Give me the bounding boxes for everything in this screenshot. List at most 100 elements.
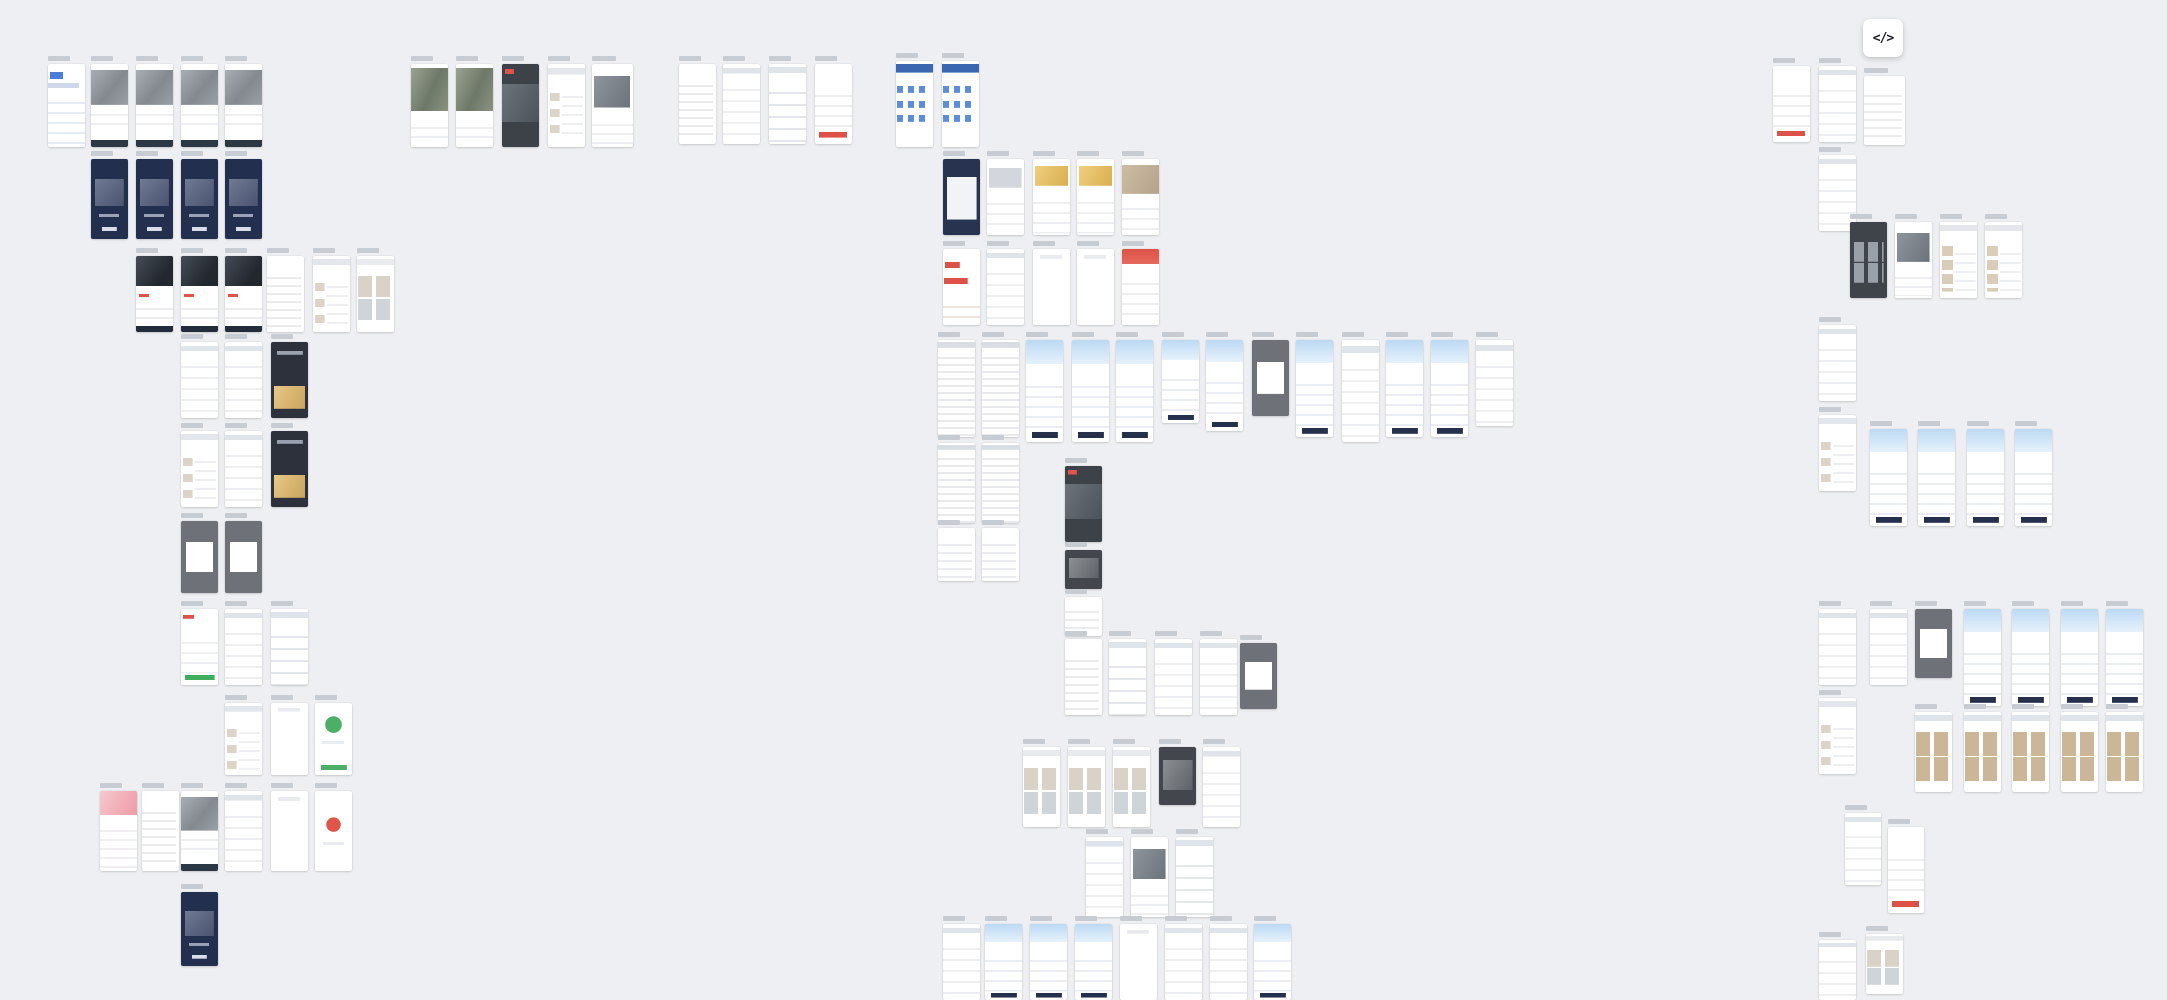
frame-label[interactable] bbox=[357, 248, 379, 253]
frame-label[interactable] bbox=[1964, 601, 1986, 606]
frame-label[interactable] bbox=[411, 56, 433, 61]
mobile-frame[interactable] bbox=[1964, 712, 2001, 792]
frame-label[interactable] bbox=[769, 56, 791, 61]
frame-label[interactable] bbox=[225, 423, 247, 428]
frame-label[interactable] bbox=[136, 151, 158, 156]
frame-label[interactable] bbox=[271, 783, 293, 788]
mobile-frame[interactable] bbox=[271, 703, 308, 775]
mobile-frame[interactable] bbox=[2106, 712, 2143, 792]
frame-label[interactable] bbox=[1155, 631, 1177, 636]
frame-label[interactable] bbox=[271, 334, 293, 339]
mobile-frame[interactable] bbox=[271, 609, 308, 685]
frame-label[interactable] bbox=[1086, 829, 1108, 834]
frame-label[interactable] bbox=[1065, 589, 1087, 594]
frame-label[interactable] bbox=[943, 916, 965, 921]
mobile-frame[interactable] bbox=[1203, 747, 1240, 827]
mobile-frame[interactable] bbox=[1131, 837, 1168, 917]
mobile-frame[interactable] bbox=[1023, 747, 1060, 827]
mobile-frame[interactable] bbox=[2012, 712, 2049, 792]
mobile-frame[interactable] bbox=[1819, 698, 1856, 774]
mobile-frame[interactable] bbox=[181, 256, 218, 332]
mobile-frame[interactable] bbox=[1850, 222, 1887, 298]
frame-label[interactable] bbox=[1116, 332, 1138, 337]
frame-label[interactable] bbox=[1864, 68, 1888, 73]
frame-label[interactable] bbox=[225, 513, 247, 518]
frame-label[interactable] bbox=[1023, 739, 1045, 744]
mobile-frame[interactable] bbox=[938, 528, 975, 581]
frame-label[interactable] bbox=[1068, 739, 1090, 744]
mobile-frame[interactable] bbox=[1915, 609, 1952, 678]
frame-label[interactable] bbox=[1026, 332, 1048, 337]
frame-label[interactable] bbox=[942, 53, 964, 58]
frame-label[interactable] bbox=[548, 56, 570, 61]
mobile-frame[interactable] bbox=[1065, 550, 1102, 589]
frame-label[interactable] bbox=[1819, 932, 1841, 937]
mobile-frame[interactable] bbox=[1210, 924, 1247, 1000]
mobile-frame[interactable] bbox=[1967, 429, 2004, 526]
frame-label[interactable] bbox=[225, 334, 247, 339]
mobile-frame[interactable] bbox=[271, 431, 308, 507]
frame-label[interactable] bbox=[315, 695, 337, 700]
mobile-frame[interactable] bbox=[1072, 340, 1109, 442]
frame-label[interactable] bbox=[225, 56, 247, 61]
frame-label[interactable] bbox=[1162, 332, 1184, 337]
frame-label[interactable] bbox=[142, 783, 164, 788]
frame-label[interactable] bbox=[943, 241, 965, 246]
frame-label[interactable] bbox=[1296, 332, 1318, 337]
mobile-frame[interactable] bbox=[1077, 249, 1114, 325]
mobile-frame[interactable] bbox=[1870, 609, 1907, 685]
frame-label[interactable] bbox=[2061, 704, 2083, 709]
frame-label[interactable] bbox=[1252, 332, 1274, 337]
frame-label[interactable] bbox=[982, 332, 1004, 337]
frame-label[interactable] bbox=[1431, 332, 1453, 337]
mobile-frame[interactable] bbox=[48, 64, 85, 147]
mobile-frame[interactable] bbox=[982, 528, 1019, 581]
mobile-frame[interactable] bbox=[1240, 643, 1277, 709]
mobile-frame[interactable] bbox=[1165, 924, 1202, 1000]
frame-label[interactable] bbox=[313, 248, 335, 253]
frame-label[interactable] bbox=[1915, 601, 1937, 606]
frame-label[interactable] bbox=[181, 56, 203, 61]
frame-label[interactable] bbox=[1072, 332, 1094, 337]
mobile-frame[interactable] bbox=[1075, 924, 1112, 1000]
frame-label[interactable] bbox=[1077, 151, 1099, 156]
mobile-frame[interactable] bbox=[2061, 712, 2098, 792]
mobile-frame[interactable] bbox=[679, 64, 716, 144]
mobile-frame[interactable] bbox=[1940, 222, 1977, 298]
frame-label[interactable] bbox=[1476, 332, 1498, 337]
frame-label[interactable] bbox=[181, 884, 203, 889]
frame-label[interactable] bbox=[1240, 635, 1262, 640]
frame-label[interactable] bbox=[1967, 421, 1989, 426]
mobile-frame[interactable] bbox=[225, 703, 262, 775]
frame-label[interactable] bbox=[1131, 829, 1153, 834]
frame-label[interactable] bbox=[1850, 214, 1872, 219]
frame-label[interactable] bbox=[1985, 214, 2007, 219]
mobile-frame[interactable] bbox=[181, 431, 218, 507]
frame-label[interactable] bbox=[2015, 421, 2037, 426]
mobile-frame[interactable] bbox=[181, 342, 218, 418]
frame-label[interactable] bbox=[1065, 542, 1087, 547]
frame-label[interactable] bbox=[225, 151, 247, 156]
mobile-frame[interactable] bbox=[1113, 747, 1150, 827]
mobile-frame[interactable] bbox=[181, 64, 218, 147]
mobile-frame[interactable] bbox=[2061, 609, 2098, 706]
mobile-frame[interactable] bbox=[1122, 159, 1159, 235]
frame-label[interactable] bbox=[1819, 690, 1841, 695]
frame-label[interactable] bbox=[1386, 332, 1408, 337]
mobile-frame[interactable] bbox=[938, 443, 975, 523]
mobile-frame[interactable] bbox=[357, 256, 394, 332]
frame-label[interactable] bbox=[982, 520, 1004, 525]
mobile-frame[interactable] bbox=[225, 64, 262, 147]
mobile-frame[interactable] bbox=[1176, 837, 1213, 917]
frame-label[interactable] bbox=[1819, 601, 1841, 606]
mobile-frame[interactable] bbox=[1065, 597, 1102, 636]
frame-label[interactable] bbox=[1120, 916, 1142, 921]
mobile-frame[interactable] bbox=[91, 64, 128, 147]
mobile-frame[interactable] bbox=[411, 64, 448, 147]
mobile-frame[interactable] bbox=[1086, 837, 1123, 917]
mobile-frame[interactable] bbox=[938, 340, 975, 437]
frame-label[interactable] bbox=[938, 520, 960, 525]
frame-label[interactable] bbox=[2012, 704, 2034, 709]
mobile-frame[interactable] bbox=[1915, 712, 1952, 792]
mobile-frame[interactable] bbox=[225, 159, 262, 239]
